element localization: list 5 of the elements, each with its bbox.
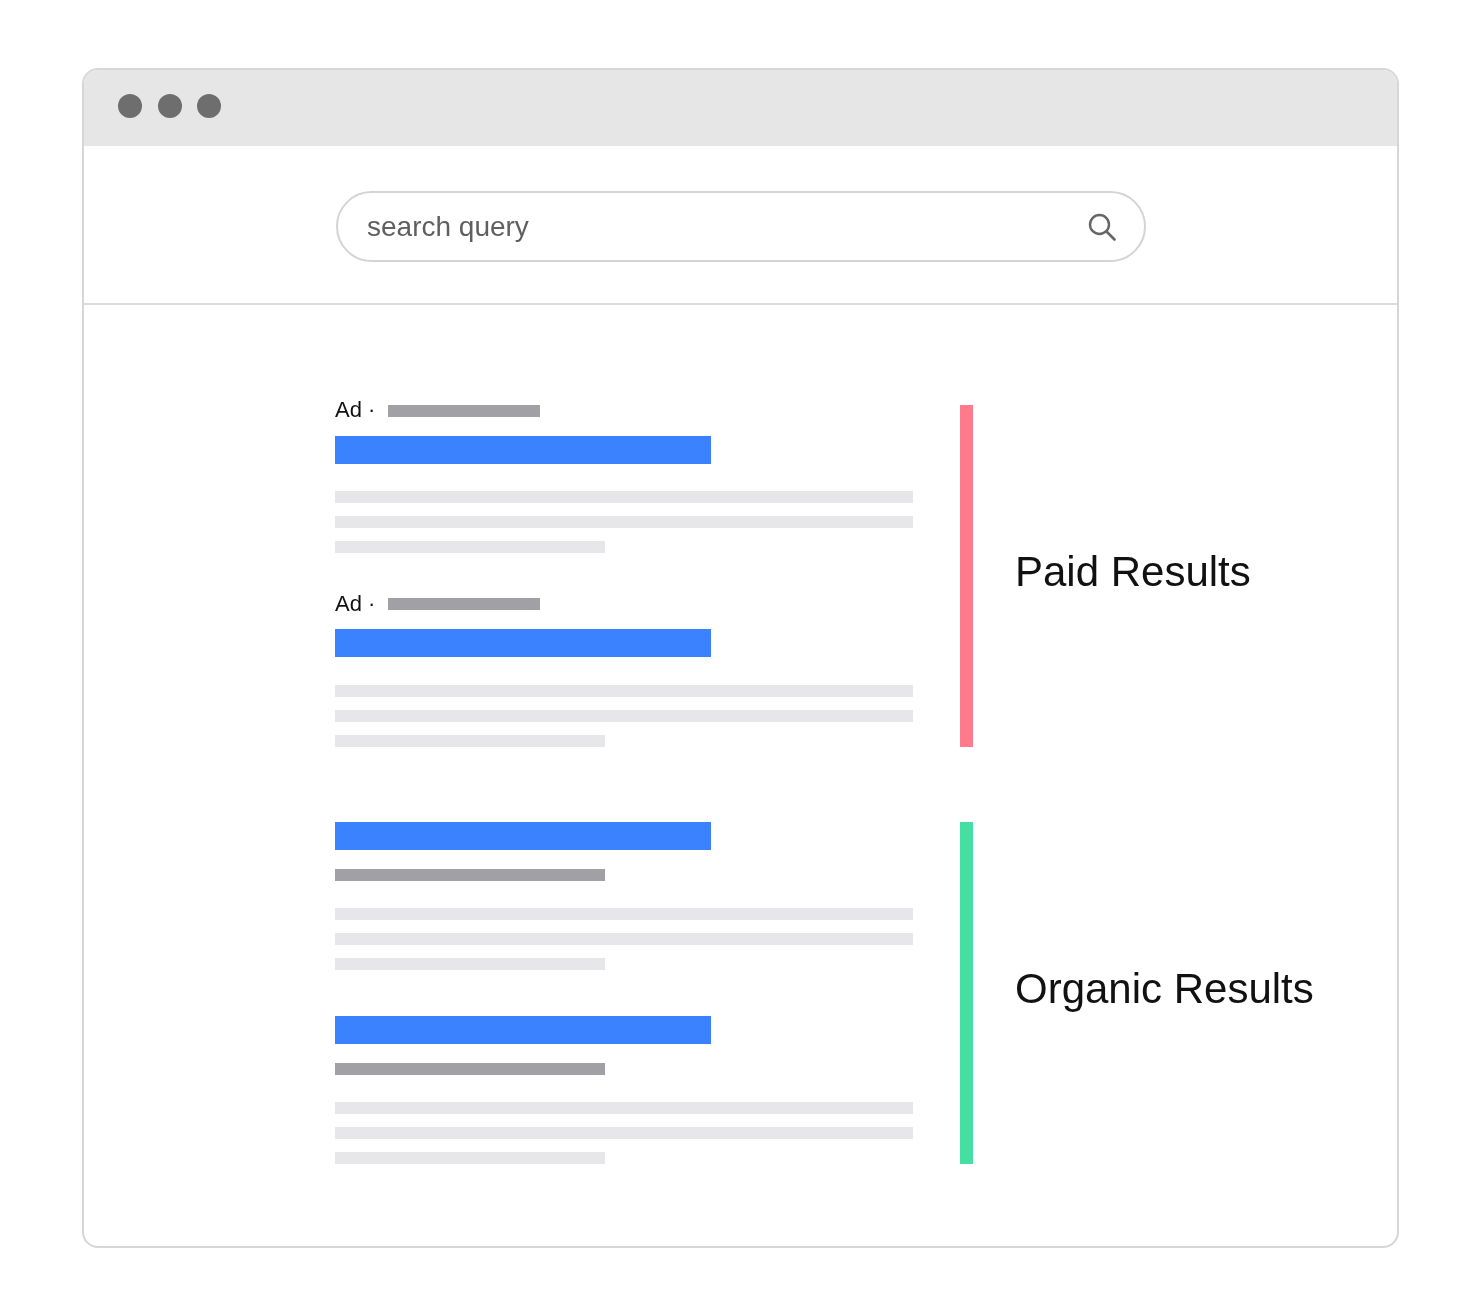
ad-label: Ad · bbox=[335, 397, 376, 423]
search-field: search query bbox=[336, 191, 1146, 262]
section-label: Organic Results bbox=[1015, 965, 1314, 1013]
ad-label: Ad · bbox=[335, 591, 376, 617]
section-label: Paid Results bbox=[1015, 548, 1251, 596]
